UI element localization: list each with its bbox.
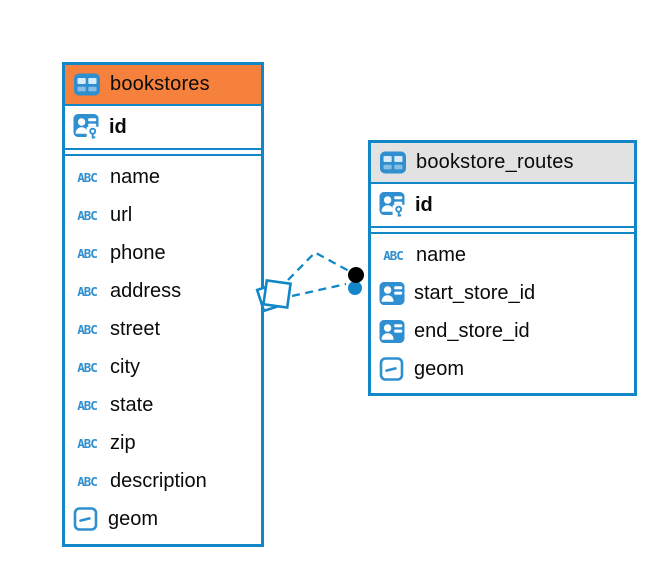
column-name: zip bbox=[110, 431, 136, 454]
foreign-key-user-icon bbox=[379, 318, 405, 344]
foreign-key-user-icon bbox=[379, 280, 405, 306]
column-name: street bbox=[110, 317, 161, 340]
primary-key-icon bbox=[73, 113, 100, 141]
table-header-bookstore-routes[interactable]: bookstore_routes bbox=[371, 143, 634, 184]
column-name: name bbox=[110, 165, 161, 188]
column-name: id bbox=[109, 115, 127, 138]
column-row[interactable]: ABC address bbox=[65, 272, 261, 310]
column-name: city bbox=[110, 355, 140, 378]
column-row[interactable]: ABC name bbox=[65, 158, 261, 196]
column-name: geom bbox=[414, 357, 465, 380]
text-type-icon: ABC bbox=[77, 207, 98, 223]
text-type-icon: ABC bbox=[77, 245, 98, 261]
column-row[interactable]: geom bbox=[65, 500, 261, 538]
text-type-icon: ABC bbox=[77, 397, 98, 413]
relationship-line-1[interactable] bbox=[287, 251, 350, 281]
column-row[interactable]: ABC description bbox=[65, 462, 261, 500]
primary-key-icon bbox=[379, 191, 406, 219]
geometry-type-icon bbox=[73, 506, 99, 532]
column-row[interactable]: ABC state bbox=[65, 386, 261, 424]
column-name: description bbox=[110, 469, 207, 492]
table-title: bookstores bbox=[110, 73, 210, 95]
relationship-line-2[interactable] bbox=[291, 282, 347, 298]
column-name: geom bbox=[108, 507, 159, 530]
diamond-source-marker[interactable] bbox=[255, 278, 293, 313]
table-bookstore-routes[interactable]: bookstore_routes id bbox=[368, 140, 637, 396]
columns-compartment: ABC name ABC url ABC phone ABC address A… bbox=[65, 154, 261, 544]
column-name: end_store_id bbox=[414, 319, 530, 342]
column-row[interactable]: ABC url bbox=[65, 196, 261, 234]
geometry-type-icon bbox=[379, 356, 405, 382]
text-type-icon: ABC bbox=[77, 359, 98, 375]
column-row[interactable]: ABC street bbox=[65, 310, 261, 348]
table-title: bookstore_routes bbox=[416, 151, 574, 173]
column-name: start_store_id bbox=[414, 281, 536, 304]
columns-compartment: ABC name start_store_id bbox=[371, 232, 634, 393]
dot-target-marker-primary[interactable] bbox=[348, 267, 364, 283]
column-name: phone bbox=[110, 241, 166, 264]
column-name: url bbox=[110, 203, 133, 226]
column-row[interactable]: start_store_id bbox=[371, 274, 634, 312]
table-bookstores[interactable]: bookstores id ABC bbox=[62, 62, 264, 547]
text-type-icon: ABC bbox=[77, 169, 98, 185]
table-icon bbox=[379, 150, 407, 175]
table-icon bbox=[73, 72, 101, 97]
column-row-id[interactable]: id bbox=[371, 184, 634, 228]
column-row[interactable]: end_store_id bbox=[371, 312, 634, 350]
column-name: state bbox=[110, 393, 154, 416]
column-row[interactable]: ABC city bbox=[65, 348, 261, 386]
column-name: id bbox=[415, 193, 433, 216]
text-type-icon: ABC bbox=[77, 321, 98, 337]
text-type-icon: ABC bbox=[383, 247, 404, 263]
table-header-bookstores[interactable]: bookstores bbox=[65, 65, 261, 106]
column-row[interactable]: ABC zip bbox=[65, 424, 261, 462]
column-row-id[interactable]: id bbox=[65, 106, 261, 150]
text-type-icon: ABC bbox=[77, 435, 98, 451]
text-type-icon: ABC bbox=[77, 473, 98, 489]
column-name: address bbox=[110, 279, 182, 302]
dot-target-marker-secondary[interactable] bbox=[348, 281, 362, 295]
text-type-icon: ABC bbox=[77, 283, 98, 299]
column-row[interactable]: ABC name bbox=[371, 236, 634, 274]
column-name: name bbox=[416, 243, 467, 266]
column-row[interactable]: geom bbox=[371, 350, 634, 388]
column-row[interactable]: ABC phone bbox=[65, 234, 261, 272]
